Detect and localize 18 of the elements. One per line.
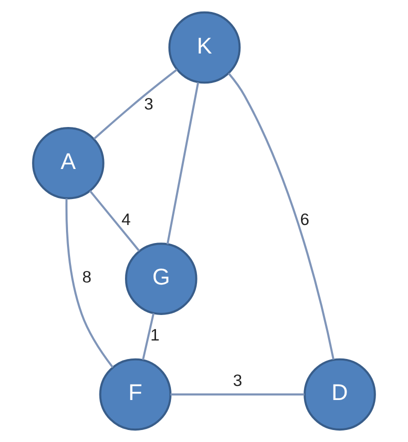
node-circle: G	[125, 242, 198, 315]
connector	[89, 190, 140, 252]
connector	[142, 313, 155, 360]
edge-label: 4	[121, 210, 131, 229]
connector	[65, 198, 114, 368]
node-circle: D	[304, 358, 376, 431]
edge-label: 8	[82, 268, 92, 287]
node-circle: A	[32, 127, 104, 200]
edge-label: 3	[144, 95, 154, 114]
edge-label: 1	[150, 326, 160, 345]
node-circle: K	[168, 11, 241, 84]
connector	[93, 68, 178, 140]
connector	[170, 393, 304, 396]
node-circle: F	[99, 358, 172, 431]
edge-label: 3	[232, 372, 242, 390]
edge-label: 6	[300, 210, 310, 229]
connector	[166, 82, 200, 244]
connector	[228, 72, 334, 360]
